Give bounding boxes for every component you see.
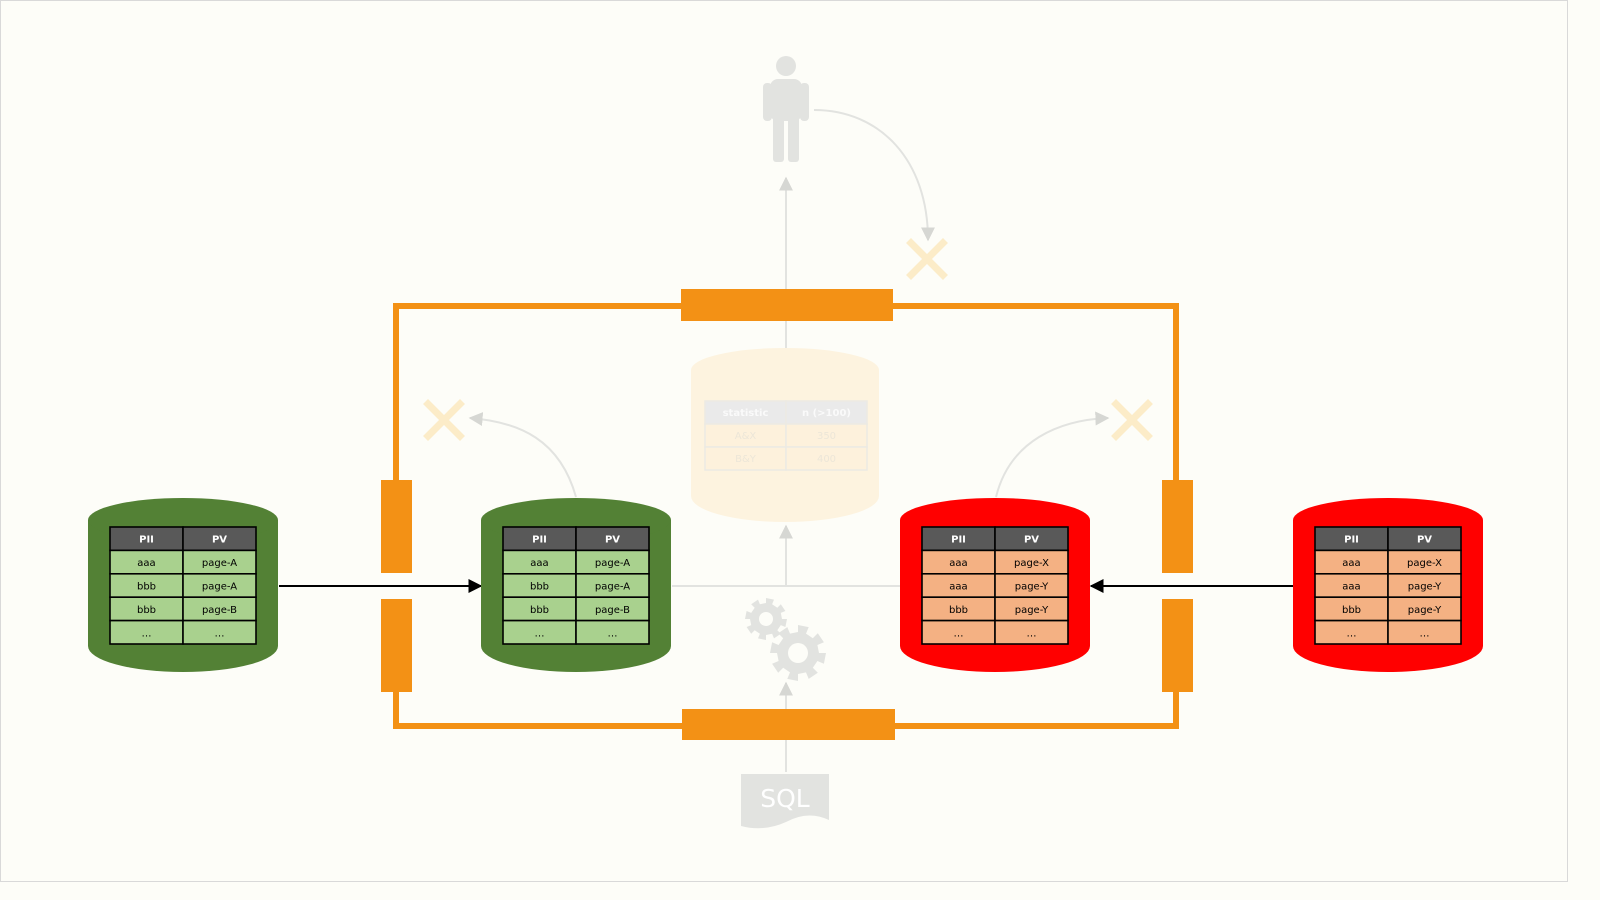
column-header: PV <box>212 535 227 546</box>
cell-value: 350 <box>817 431 836 442</box>
cell-value: aaa <box>1342 582 1360 593</box>
frame-gate-right-upper <box>1162 480 1193 573</box>
database-copy-left: PII PV aaa page-A bbb page-A bbb page-B … … <box>481 498 671 672</box>
secure-enclave-frame <box>381 289 1193 740</box>
cell-value: … <box>608 628 618 639</box>
canvas-border <box>0 0 1568 882</box>
database-copy-right: PII PV aaa page-X aaa page-Y bbb page-Y … … <box>900 498 1090 672</box>
cell-value: 400 <box>817 454 836 465</box>
cell-value: page-B <box>595 605 630 616</box>
column-header: n (>100) <box>802 408 851 419</box>
table-cell <box>1387 619 1462 645</box>
column-header: PV <box>605 535 620 546</box>
frame-gate-right-lower <box>1162 599 1193 692</box>
faded-flow-lines <box>468 109 1110 772</box>
table-cell <box>182 619 257 645</box>
cell-value: aaa <box>530 558 548 569</box>
cell-value: B&Y <box>735 454 757 465</box>
document-icon: SQL <box>741 774 829 829</box>
cross-icon <box>423 399 465 441</box>
cross-icon <box>906 238 948 280</box>
sql-label: SQL <box>760 784 810 813</box>
cell-value: … <box>1420 628 1430 639</box>
person-icon <box>763 56 809 162</box>
cell-value: … <box>1027 628 1037 639</box>
cell-value: aaa <box>1342 558 1360 569</box>
cell-value: page-X <box>1407 558 1442 569</box>
cell-value: … <box>535 628 545 639</box>
cell-value: … <box>142 628 152 639</box>
cell-value: page-X <box>1014 558 1049 569</box>
cell-value: … <box>215 628 225 639</box>
pii-pv-table: PII PV aaa page-A bbb page-A bbb page-B … … <box>109 526 257 645</box>
cell-value: page-Y <box>1015 605 1049 616</box>
table-cell <box>994 619 1069 645</box>
cell-value: page-B <box>202 605 237 616</box>
cell-value: bbb <box>530 605 549 616</box>
cell-value: page-A <box>202 582 237 593</box>
cell-value: aaa <box>949 582 967 593</box>
frame-gate-left-upper <box>381 480 412 573</box>
database-source-right: PII PV aaa page-X aaa page-Y bbb page-Y … … <box>1293 498 1483 672</box>
column-header: PII <box>1344 535 1359 546</box>
cell-value: … <box>1347 628 1357 639</box>
cell-value: bbb <box>530 582 549 593</box>
gear-icon <box>745 598 787 640</box>
frame-gate-left-lower <box>381 599 412 692</box>
column-header: PV <box>1417 535 1432 546</box>
cell-value: page-A <box>595 558 630 569</box>
cell-value: page-Y <box>1408 582 1442 593</box>
column-header: PII <box>139 535 154 546</box>
cross-icon <box>1111 399 1153 441</box>
cell-value: bbb <box>137 582 156 593</box>
cell-value: aaa <box>949 558 967 569</box>
column-header: PV <box>1024 535 1039 546</box>
pii-pv-table: PII PV aaa page-A bbb page-A bbb page-B … … <box>502 526 650 645</box>
frame-block-top <box>681 289 893 321</box>
cell-value: … <box>954 628 964 639</box>
gear-icon <box>770 625 826 681</box>
pii-pv-table: PII PV aaa page-X aaa page-Y bbb page-Y … … <box>1314 526 1462 645</box>
database-source-left: PII PV aaa page-A bbb page-A bbb page-B … … <box>88 498 278 672</box>
frame-block-bottom <box>682 709 895 740</box>
table-cell <box>575 619 650 645</box>
cell-value: A&X <box>735 431 757 442</box>
cell-value: page-Y <box>1408 605 1442 616</box>
cell-value: bbb <box>949 605 968 616</box>
column-header: statistic <box>723 408 769 419</box>
pii-pv-table: PII PV aaa page-X aaa page-Y bbb page-Y … … <box>921 526 1069 645</box>
cell-value: bbb <box>1342 605 1361 616</box>
cell-value: page-A <box>202 558 237 569</box>
table-cell <box>785 446 868 471</box>
cell-value: bbb <box>137 605 156 616</box>
column-header: PII <box>532 535 547 546</box>
cell-value: page-A <box>595 582 630 593</box>
column-header: PII <box>951 535 966 546</box>
cell-value: page-Y <box>1015 582 1049 593</box>
cell-value: aaa <box>137 558 155 569</box>
